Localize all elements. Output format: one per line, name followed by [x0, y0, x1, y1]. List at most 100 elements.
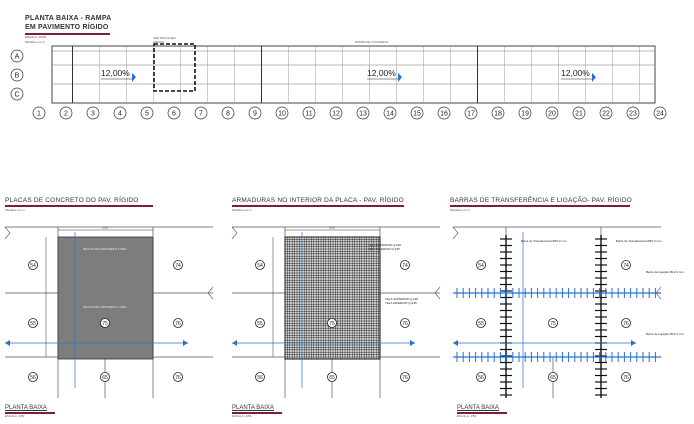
slope-label: 12,00% — [101, 68, 130, 78]
column-marker — [275, 106, 289, 120]
slab-number-marker — [400, 372, 410, 382]
slope-arrow-icon — [592, 73, 596, 82]
column-marker — [599, 106, 613, 120]
panel3-units: Medidas em m — [450, 208, 470, 212]
column-number: 15 — [413, 111, 421, 118]
axis-arrow-icon — [183, 340, 188, 346]
row-marker — [10, 68, 24, 82]
slab-number: 74 — [175, 263, 181, 269]
bar-label: Barra de Ligação Ø12,5 mm — [646, 332, 684, 336]
slab-number: 65 — [329, 375, 335, 381]
slab-number-marker — [400, 260, 410, 270]
panel2-footer-underline — [232, 412, 282, 414]
detail-callout-box — [153, 43, 196, 92]
slab-number: 76 — [175, 321, 181, 327]
column-marker — [518, 106, 532, 120]
title-underline — [25, 33, 110, 35]
slab-number: 54 — [478, 263, 484, 269]
slope-label: 12,00% — [367, 68, 396, 78]
plan-title-line1: PLANTA BAIXA - RAMPA — [25, 15, 112, 22]
column-marker — [221, 106, 235, 120]
column-marker — [491, 106, 505, 120]
plan-units: Medidas em m — [25, 40, 45, 44]
column-marker — [464, 106, 478, 120]
slab-number-marker — [621, 260, 631, 270]
column-number: 3 — [91, 111, 95, 118]
column-number: 18 — [494, 111, 502, 118]
mesh-label: TELA INFERIOR Q-335 — [368, 247, 400, 251]
slab-number-marker — [255, 318, 265, 328]
row-marker — [10, 87, 24, 101]
slab-number: 75 — [550, 321, 556, 327]
ramp-label: RAMPA DE CONCRETO — [355, 40, 389, 44]
break-line — [231, 226, 238, 240]
panel2-footer-scale: ESCALA: 1/50 — [232, 414, 252, 418]
column-marker — [167, 106, 181, 120]
panel1-footer-scale: ESCALA: 1/50 — [5, 414, 25, 418]
column-number: 2 — [64, 111, 68, 118]
reinforcement-mesh — [284, 236, 380, 359]
column-marker — [194, 106, 208, 120]
panel1-footer: PLANTA BAIXA — [5, 405, 47, 411]
panel2-footer: PLANTA BAIXA — [232, 405, 274, 411]
panel2-underline — [232, 205, 404, 207]
slab-number-marker — [621, 372, 631, 382]
slab-number: 55 — [257, 321, 263, 327]
column-number: 11 — [305, 111, 312, 118]
column-number: 4 — [118, 111, 122, 118]
break-line — [452, 226, 459, 240]
slab-number: 74 — [402, 263, 408, 269]
column-number: 21 — [575, 111, 583, 118]
column-number: 12 — [332, 111, 340, 118]
panel3-title: BARRAS DE TRANSFERÊNCIA E LIGAÇÃO- PAV. … — [450, 197, 632, 204]
column-number: 14 — [386, 111, 394, 118]
column-number: 22 — [602, 111, 610, 118]
axis-arrow-icon — [631, 340, 636, 346]
slab-fill-label: BLOCO DE CONCRETO 4 MPa — [84, 305, 127, 309]
slab-number: 76 — [402, 321, 408, 327]
column-marker — [572, 106, 586, 120]
mesh-label: TELA INFERIOR Q-335 — [385, 301, 417, 305]
column-marker — [383, 106, 397, 120]
column-marker — [86, 106, 100, 120]
ramp-outline — [51, 45, 656, 104]
row-label: C — [14, 92, 19, 99]
break-line — [207, 286, 214, 300]
slab-number-marker — [173, 260, 183, 270]
concrete-slab-fill — [57, 236, 154, 360]
break-line — [4, 226, 11, 240]
slab-number: 56 — [257, 375, 263, 381]
column-marker — [302, 106, 316, 120]
detail-label: VER DETALHES — [153, 36, 176, 40]
slab-number: 54 — [30, 263, 36, 269]
dimension-text: 5,00 — [329, 226, 335, 230]
column-marker — [32, 106, 46, 120]
column-marker — [437, 106, 451, 120]
slab-number-marker — [28, 260, 38, 270]
column-number: 9 — [253, 111, 257, 118]
column-number: 10 — [278, 111, 286, 118]
row-label: B — [15, 73, 20, 80]
slope-label: 12,00% — [561, 68, 590, 78]
slope-arrow-icon — [398, 73, 402, 82]
plan-scale: ESCALA: 1/100 — [25, 35, 47, 39]
detail-label-2: ABAIXO — [153, 40, 165, 44]
bar-label: Barra de Transferência Ø25,0 mm — [521, 239, 567, 243]
panel1-underline — [5, 205, 153, 207]
mesh-label: TELA SUPERIOR Q-196 — [385, 297, 418, 301]
panel1-footer-underline — [5, 412, 55, 414]
slab-number-marker — [476, 318, 486, 328]
column-number: 19 — [521, 111, 529, 118]
axis-arrow-icon — [410, 340, 415, 346]
slab-number: 55 — [30, 321, 36, 327]
axis-arrow-icon — [453, 340, 458, 346]
column-number: 13 — [359, 111, 367, 118]
slab-number: 54 — [257, 263, 263, 269]
panel3-footer-underline — [457, 412, 507, 414]
column-number: 8 — [226, 111, 230, 118]
slab-number: 76 — [175, 375, 181, 381]
column-marker — [59, 106, 73, 120]
mesh-label: TELA SUPERIOR Q-196 — [368, 243, 401, 247]
